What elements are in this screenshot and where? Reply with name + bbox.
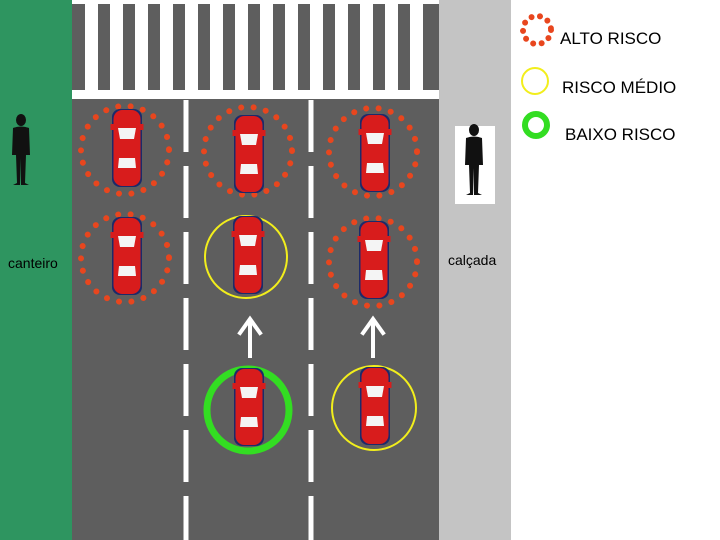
car-icon (110, 109, 144, 187)
lane-dash (183, 100, 189, 152)
crosswalk-stripe (310, 0, 323, 90)
sidewalk-label: calçada (448, 252, 497, 268)
lane-dash (183, 232, 189, 284)
car-icon (231, 216, 265, 294)
lane-dash (308, 496, 314, 540)
car-lane3-row2 (326, 215, 420, 309)
lane-dash (308, 166, 314, 218)
lane-dash (183, 298, 189, 350)
stop-line (72, 90, 439, 99)
crosswalk-stripe (385, 0, 398, 90)
car-lane2-row2 (204, 215, 288, 299)
crosswalk-stripe (285, 0, 298, 90)
car-lane3-row3 (331, 365, 417, 451)
lane-dash (183, 364, 189, 416)
crosswalk-stripe (185, 0, 198, 90)
car-icon (110, 217, 144, 295)
car-icon (232, 115, 266, 193)
sidewalk-strip (439, 0, 511, 540)
car-lane1-row1 (78, 103, 172, 197)
median-strip (0, 0, 72, 540)
crosswalk-stripe (85, 0, 98, 90)
car-lane2-row1 (201, 104, 295, 198)
risk-ring-high (326, 215, 420, 309)
crosswalk-stripe (110, 0, 123, 90)
crosswalk-stripe (235, 0, 248, 90)
crosswalk-stripe (260, 0, 273, 90)
legend-marker-high (520, 13, 554, 47)
crosswalk (72, 0, 439, 90)
direction-arrow-lane-2 (237, 315, 263, 358)
lane-dash (183, 430, 189, 482)
risk-ring-high (326, 105, 420, 199)
lane-dash (308, 232, 314, 284)
legend-label-low: BAIXO RISCO (565, 125, 676, 144)
lane-divider-lines (183, 100, 314, 540)
crosswalk-edge (72, 0, 439, 4)
legend-label-high: ALTO RISCO (560, 29, 662, 48)
legend-marker-low (522, 111, 550, 139)
lane-dash (308, 430, 314, 482)
legend-marker-medium (521, 67, 549, 95)
lane-dash (308, 364, 314, 416)
risk-ring-high (78, 211, 172, 305)
car-lane2-row3 (203, 365, 293, 455)
car-lane3-row1 (326, 105, 420, 199)
lane-dash (308, 298, 314, 350)
crosswalk-stripe (160, 0, 173, 90)
crosswalk-stripe (410, 0, 423, 90)
car-icon (358, 114, 392, 192)
risk-ring-high (78, 103, 172, 197)
crosswalk-stripe (135, 0, 148, 90)
risk-ring-high (201, 104, 295, 198)
car-icon (358, 367, 392, 445)
direction-arrow-lane-3 (360, 315, 386, 358)
crosswalk-stripe (360, 0, 373, 90)
car-icon (232, 368, 266, 446)
risk-ring-medium (331, 365, 417, 451)
median-label: canteiro (8, 255, 58, 271)
car-icon (357, 221, 391, 299)
legend-label-medium: RISCO MÉDIO (562, 78, 677, 97)
crosswalk-stripe (335, 0, 348, 90)
crosswalk-stripe (210, 0, 223, 90)
car-lane1-row2 (78, 211, 172, 305)
lane-dash (308, 100, 314, 152)
lane-dash (183, 166, 189, 218)
lane-dash (183, 496, 189, 540)
